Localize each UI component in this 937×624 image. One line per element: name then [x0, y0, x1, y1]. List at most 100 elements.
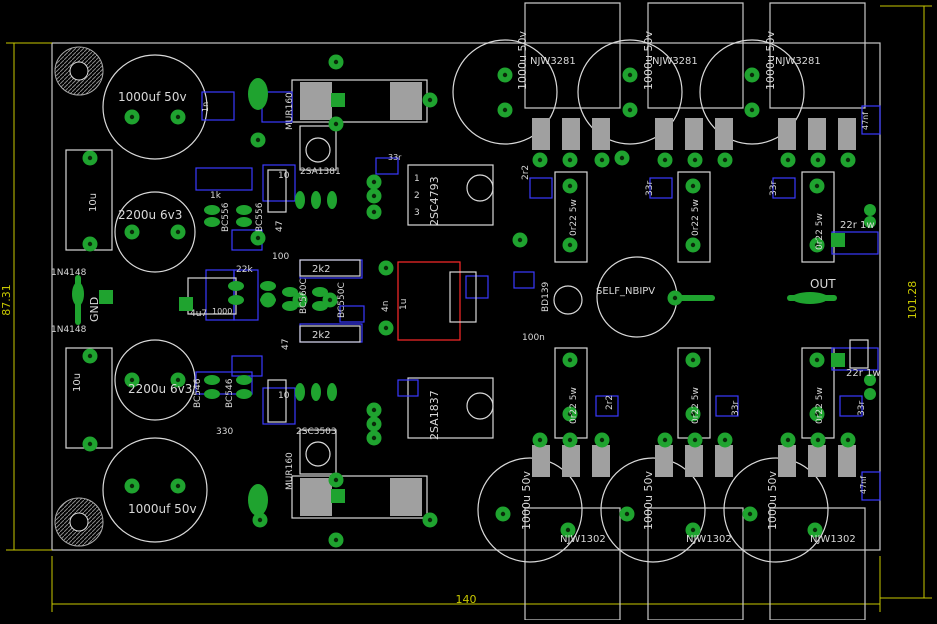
oval-pad	[72, 282, 84, 306]
label-cap-bot-a: 1000u 50v	[520, 471, 533, 530]
label-tp-3: 3	[414, 208, 420, 218]
label-bc546-a: BC546	[193, 378, 203, 408]
pad-hole	[814, 411, 820, 417]
pad-hole	[814, 183, 820, 189]
oval-pad	[295, 191, 305, 209]
label-cap-bot-b: 1000u 50v	[642, 471, 655, 530]
label-bc556-a: BC556	[221, 202, 231, 232]
pad-hole	[502, 72, 508, 78]
oval-pad	[864, 374, 876, 386]
label-10u-bottom: 10u	[72, 373, 83, 392]
pad-hole	[383, 325, 389, 331]
label-cap-top-b: 1000u 50v	[642, 31, 655, 90]
label-4u7: 4u7	[190, 309, 207, 319]
oval-pad	[204, 217, 220, 227]
dimension-height-right: 101.28	[906, 281, 919, 320]
label-out: OUT	[810, 277, 836, 291]
pad-hole	[371, 435, 377, 441]
pad-hole	[672, 295, 678, 301]
label-100: 100	[272, 252, 289, 262]
pad-hole	[383, 265, 389, 271]
oval-pad	[282, 287, 298, 297]
part-boxes	[195, 91, 881, 501]
pad-hole	[129, 229, 135, 235]
label-r022-f: 0r22 5w	[815, 387, 825, 424]
pad-hole	[129, 114, 135, 120]
oval-pad	[282, 301, 298, 311]
label-2sc3503: 2SC3503	[296, 427, 337, 437]
label-tp-1: 1	[414, 174, 420, 184]
pad-hole	[815, 437, 821, 443]
label-njw1302-c: NJW1302	[810, 534, 856, 545]
label-r022-d: 0r22 5w	[569, 387, 579, 424]
pad-hole	[785, 157, 791, 163]
pad-hole	[690, 527, 696, 533]
label-r022-a: 0r22 5w	[569, 199, 579, 236]
pad-hole	[692, 157, 698, 163]
square-pad	[331, 489, 345, 503]
pad-hole	[722, 157, 728, 163]
pad-hole	[567, 183, 573, 189]
pad-hole	[814, 357, 820, 363]
oval-pad	[228, 295, 244, 305]
label-47-mid: 47	[281, 339, 291, 350]
pad-hole	[627, 72, 633, 78]
label-2k2-top: 2k2	[312, 264, 331, 275]
label-2sa1381: 2SA1381	[300, 167, 341, 177]
red-outline	[397, 261, 461, 341]
label-47-top: 47	[275, 221, 285, 232]
label-cap-top-a: 1000u 50v	[516, 31, 529, 90]
pad-hole	[624, 511, 630, 517]
label-r022-c: 0r22 5w	[815, 213, 825, 250]
pad-hole	[567, 437, 573, 443]
label-2r2-a: 2r2	[521, 165, 531, 180]
oval-pad	[327, 191, 337, 209]
pad-hole	[371, 421, 377, 427]
pad-hole	[690, 183, 696, 189]
square-pad	[831, 233, 845, 247]
pad-hole	[690, 242, 696, 248]
label-r022-e: 0r22 5w	[691, 387, 701, 424]
pad-hole	[333, 537, 339, 543]
pad-hole	[845, 437, 851, 443]
pad-hole	[599, 437, 605, 443]
pad-hole	[627, 107, 633, 113]
pad-hole	[749, 107, 755, 113]
label-47n-b: 47nf	[859, 476, 868, 494]
pad-hole	[297, 297, 303, 303]
label-njw3281-a: NJW3281	[530, 56, 576, 67]
pad-hole	[815, 157, 821, 163]
label-10-top: 10	[278, 171, 290, 181]
pad-hole	[690, 411, 696, 417]
label-njw1302-b: NJW1302	[686, 534, 732, 545]
pad-hole	[567, 157, 573, 163]
oval-pad	[312, 287, 328, 297]
pad-hole	[500, 511, 506, 517]
pad-hole	[517, 237, 523, 243]
label-njw3281-b: NJW3281	[652, 56, 698, 67]
label-22r-a: 22r 1w	[840, 220, 875, 231]
label-bc550c: BC550C	[337, 282, 347, 318]
oval-pad	[248, 484, 268, 516]
pad-hole	[333, 59, 339, 65]
label-cap-bot-c: 1000u 50v	[766, 471, 779, 530]
pad-hole	[565, 527, 571, 533]
pad-hole	[690, 357, 696, 363]
oval-pad	[260, 295, 276, 305]
pad-hole	[371, 179, 377, 185]
heatsink-tabs	[300, 82, 856, 516]
label-10u-top: 10u	[88, 193, 99, 212]
oval-pad	[236, 389, 252, 399]
label-330: 330	[216, 427, 233, 437]
label-gnd: GND	[88, 297, 101, 322]
label-diode-top: 1N4148	[51, 268, 87, 278]
oval-pad	[236, 217, 252, 227]
silk-rects	[187, 125, 869, 475]
pad-hole	[371, 193, 377, 199]
label-cap-2200-bottom: 2200u 6v3	[128, 382, 192, 396]
pad-hole	[662, 437, 668, 443]
pad-hole	[845, 157, 851, 163]
pad-hole	[502, 107, 508, 113]
pad-hole	[87, 155, 93, 161]
